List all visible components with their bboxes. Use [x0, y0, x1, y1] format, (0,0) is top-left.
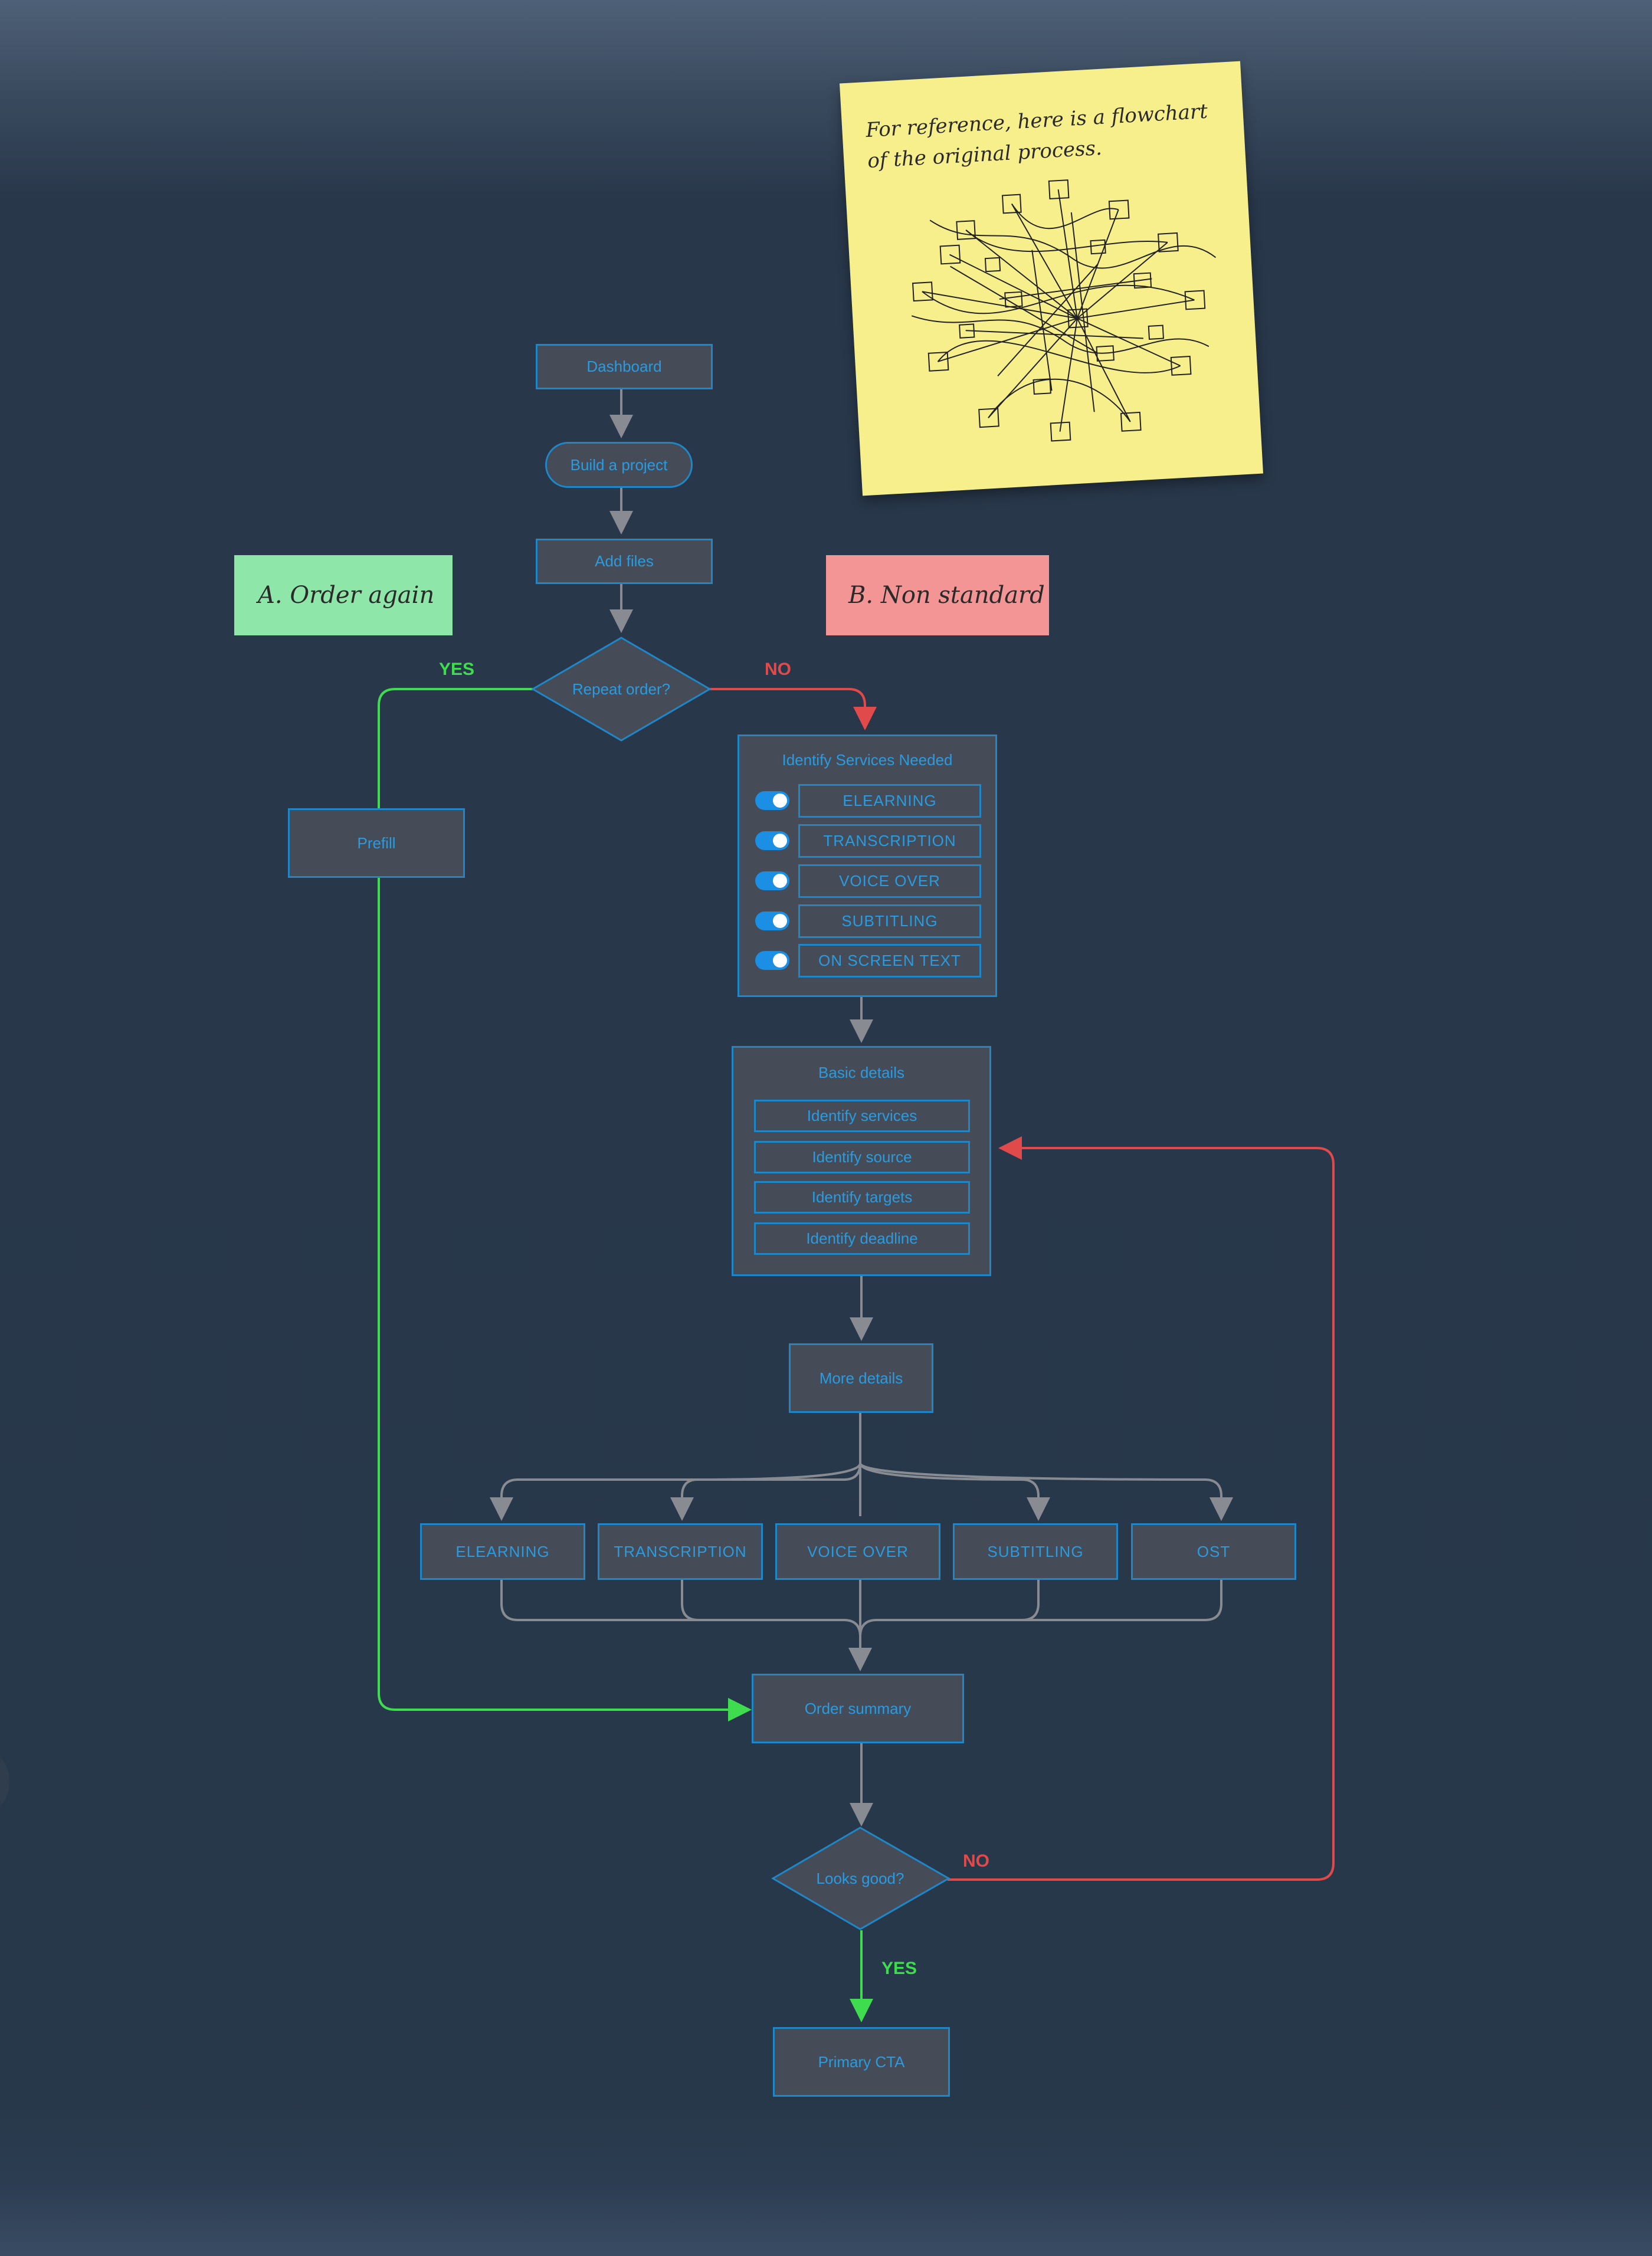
service-option-transcription[interactable]: TRANSCRIPTION [798, 824, 981, 858]
reference-sticky-note: For reference, here is a flowchart of th… [839, 61, 1264, 496]
build-project-node[interactable]: Build a project [545, 442, 693, 488]
primary-cta-node[interactable]: Primary CTA [773, 2027, 950, 2097]
service-transcription-node[interactable]: TRANSCRIPTION [598, 1523, 763, 1580]
service-option-elearning[interactable]: ELEARNING [798, 784, 981, 818]
more-details-node[interactable]: More details [789, 1343, 933, 1413]
looks-good-label: Looks good? [816, 1869, 904, 1887]
prefill-label: Prefill [357, 834, 396, 852]
toggle-on-screen-text[interactable] [755, 951, 789, 970]
service-subtitling-label: SUBTITLING [987, 1542, 1084, 1560]
primary-cta-label: Primary CTA [818, 2052, 905, 2071]
basic-details-title: Basic details [818, 1064, 904, 1081]
service-elearning-label: ELEARNING [455, 1542, 550, 1560]
prefill-node[interactable]: Prefill [288, 808, 465, 878]
toggle-transcription[interactable] [755, 831, 789, 850]
non-standard-note: B. Non standard [826, 555, 1049, 635]
service-ost-node[interactable]: OST [1131, 1523, 1296, 1580]
looks-yes-label: YES [881, 1959, 917, 1978]
fanout-connector [500, 1413, 1221, 1516]
basic-details-group: Basic details Identify services Identify… [732, 1046, 991, 1276]
service-option-on-screen-text[interactable]: ON SCREEN TEXT [798, 944, 981, 978]
repeat-order-label: Repeat order? [572, 680, 671, 698]
service-subtitling-node[interactable]: SUBTITLING [953, 1523, 1118, 1580]
service-voice-over-label: VOICE OVER [807, 1542, 909, 1560]
service-transcription-label: TRANSCRIPTION [614, 1542, 747, 1560]
basic-item-deadline[interactable]: Identify deadline [754, 1222, 970, 1255]
dashboard-node[interactable]: Dashboard [536, 344, 713, 389]
yes-label: YES [439, 660, 475, 679]
messy-flowchart-sketch [911, 179, 1217, 442]
fanin-connector [500, 1580, 1222, 1637]
no-path-services [708, 688, 877, 730]
order-summary-label: Order summary [804, 1699, 912, 1717]
dashboard-label: Dashboard [586, 358, 662, 375]
service-elearning-node[interactable]: ELEARNING [420, 1523, 585, 1580]
repeat-order-diamond [531, 637, 712, 742]
reference-note-text: For reference, here is a flowchart of th… [865, 99, 1208, 173]
no-path-loop [948, 1136, 1335, 1881]
looks-good-diamond [771, 1827, 951, 1930]
order-again-note: A. Order again [234, 555, 453, 635]
basic-item-targets[interactable]: Identify targets [754, 1181, 970, 1214]
identify-services-title: Identify Services Needed [782, 751, 953, 769]
identify-services-group: Identify Services Needed ELEARNING TRANS… [738, 734, 997, 997]
basic-item-source[interactable]: Identify source [754, 1141, 970, 1173]
build-project-label: Build a project [570, 455, 668, 474]
add-files-node[interactable]: Add files [536, 539, 713, 584]
edge-handle[interactable] [0, 1755, 9, 1808]
service-option-subtitling[interactable]: SUBTITLING [798, 904, 981, 938]
more-details-label: More details [819, 1369, 903, 1387]
service-ost-label: OST [1197, 1542, 1231, 1560]
yes-path-prefill [378, 688, 536, 808]
toggle-voice-over[interactable] [755, 871, 789, 890]
no-label: NO [765, 660, 791, 679]
looks-no-label: NO [963, 1851, 989, 1871]
service-voice-over-node[interactable]: VOICE OVER [775, 1523, 940, 1580]
toggle-elearning[interactable] [755, 791, 789, 810]
service-option-voice-over[interactable]: VOICE OVER [798, 864, 981, 898]
basic-item-services[interactable]: Identify services [754, 1100, 970, 1132]
order-summary-node[interactable]: Order summary [752, 1674, 964, 1743]
add-files-label: Add files [595, 552, 654, 570]
toggle-subtitling[interactable] [755, 911, 789, 930]
